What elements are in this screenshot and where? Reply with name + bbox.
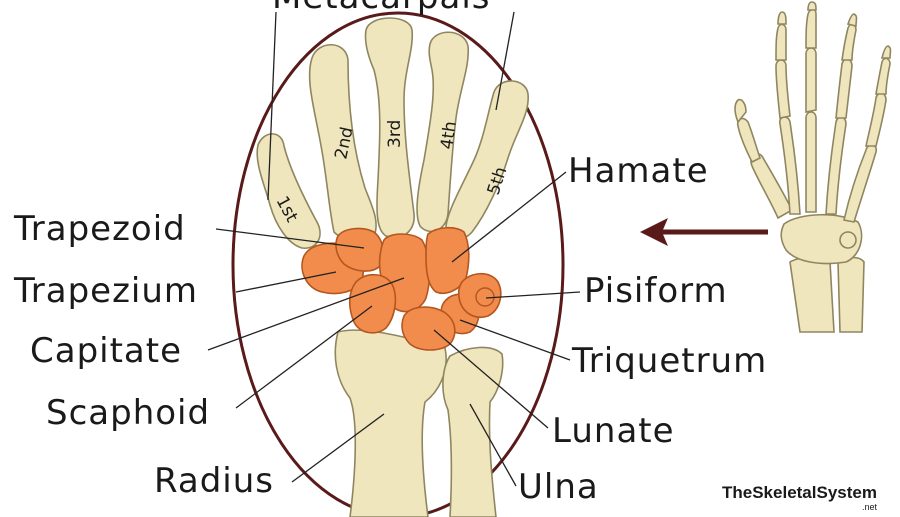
leader-ulna [469, 403, 517, 487]
leader-scaphoid [235, 305, 373, 409]
label-scaphoid: Scaphoid [46, 393, 210, 433]
watermark-suffix: .net [862, 502, 878, 512]
label-trapezoid: Trapezoid [13, 209, 186, 249]
leader-metacarpals-left [267, 11, 277, 201]
leader-radius [291, 413, 385, 483]
leader-pisiform [485, 291, 581, 299]
metacarpal-label-4: 4th [437, 120, 461, 151]
watermark-name: TheSkeletalSystem [722, 483, 877, 502]
leader-hamate [451, 171, 567, 263]
leader-lunate [433, 329, 549, 429]
label-hamate: Hamate [568, 151, 709, 191]
leader-metacarpals-right [495, 11, 515, 111]
label-radius: Radius [154, 461, 274, 501]
leader-trapezium [235, 271, 337, 293]
label-trapezium: Trapezium [13, 271, 198, 311]
leader-triquetrum [459, 319, 571, 361]
label-ulna: Ulna [518, 467, 599, 507]
metacarpal-label-3: 3rd [385, 120, 405, 148]
leader-trapezoid [215, 228, 365, 249]
label-capitate: Capitate [30, 331, 182, 371]
lunate-bone [401, 306, 456, 351]
metacarpal-1 [256, 133, 321, 249]
label-pisiform: Pisiform [584, 271, 728, 311]
pisiform-bone [457, 272, 502, 318]
leader-capitate [207, 277, 405, 351]
label-triquetrum: Triquetrum [571, 341, 767, 381]
pointer-arrow [640, 218, 768, 246]
label-lunate: Lunate [552, 411, 675, 451]
metacarpals-title: Metacarpals [272, 0, 491, 17]
ulna-bone [442, 346, 504, 517]
metacarpal-5 [445, 80, 529, 240]
hamate-bone [425, 226, 470, 294]
hand-skeleton-illustration [734, 1, 892, 333]
scaphoid-bone [348, 273, 397, 334]
metacarpal-3 [364, 17, 415, 239]
